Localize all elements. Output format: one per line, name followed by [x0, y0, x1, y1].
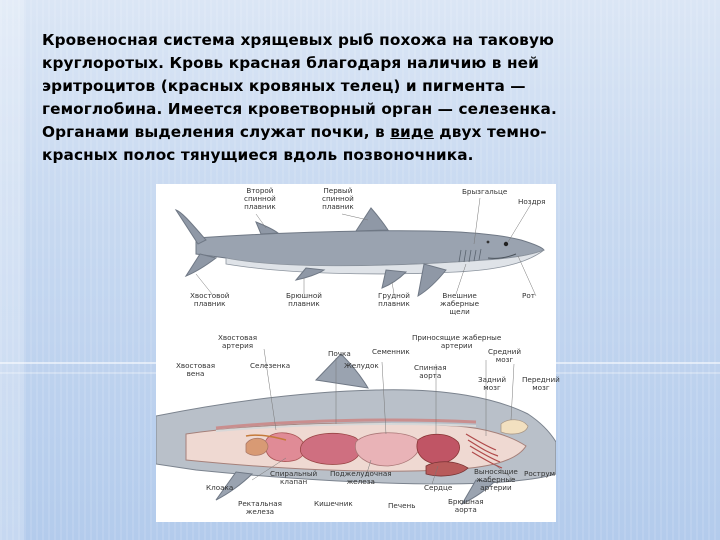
text-line: красных полос тянущиеся вдоль позвоночни… [42, 146, 474, 164]
label-text: жаберные [476, 475, 516, 484]
label-text: плавник [288, 299, 320, 308]
label-text: клапан [280, 477, 308, 486]
label-text: Хвостовая [218, 333, 258, 342]
label-pancreas: Поджелудочная железа [330, 470, 392, 486]
label-text: спинной [244, 194, 276, 203]
label-text: аорта [419, 371, 442, 380]
label-midbrain: Средний мозг [488, 348, 521, 364]
text-segment: Органами выделения служат почки, в [42, 123, 385, 141]
label-ventral-aorta: Брюшная аорта [448, 498, 484, 514]
label-caudal-vein: Хвостовая вена [176, 362, 215, 378]
label-text: Брюшная [448, 497, 484, 506]
label-pectoral-fin: Грудной плавник [378, 292, 410, 308]
text-segment: двух темно- [439, 123, 547, 141]
label-text: артерии [480, 483, 512, 492]
label-text: Средний [488, 347, 522, 356]
label-text: Ректальная [238, 499, 282, 508]
label-dorsal-fin-1: Первый спинной плавник [322, 187, 354, 211]
label-text: Спинная [414, 363, 447, 372]
slide-body-text: Кровеносная система хрящевых рыб похожа … [42, 29, 692, 167]
label-leader-lines [195, 197, 537, 485]
label-text: мозг [483, 383, 501, 392]
label-text: Поджелудочная [330, 469, 392, 478]
label-heart: Сердце [424, 483, 453, 492]
external-shark [174, 207, 545, 298]
label-text: железа [245, 507, 275, 516]
label-external-gill-slits: Внешние жаберные щели [440, 292, 479, 316]
label-text: Внешние [442, 291, 477, 300]
label-kidney: Почка [328, 349, 351, 358]
label-text: плавник [322, 202, 354, 211]
label-text: Брюшной [286, 291, 322, 300]
label-ventral-fin: Брюшной плавник [286, 292, 322, 308]
label-cloaca: Клоака [206, 483, 234, 492]
label-text: Первый [323, 186, 353, 195]
label-caudal-fin: Хвостовой плавник [190, 292, 229, 308]
label-stomach: Желудок [344, 361, 379, 370]
label-testis: Семенник [372, 347, 410, 356]
label-text: артерия [221, 341, 254, 350]
label-text: Хвостовой [190, 291, 230, 300]
label-intestine: Кишечник [314, 499, 353, 508]
label-rectal-gland: Ректальная железа [238, 500, 282, 516]
label-text: щели [449, 307, 470, 316]
shark-anatomy-figure: Второй спинной плавник Первый спинной пл… [156, 184, 560, 522]
label-text: плавник [193, 299, 226, 308]
label-text: вена [186, 369, 205, 378]
text-line: Кровеносная система хрящевых рыб похожа … [42, 31, 555, 49]
text-line: гемоглобина. Имеется кроветворный орган … [42, 100, 557, 118]
underlined-word: виде [390, 123, 434, 141]
label-rostrum: Рострум [524, 469, 556, 478]
label-dorsal-fin-2: Второй спинной плавник [244, 187, 276, 211]
label-text: мозг [532, 383, 550, 392]
label-hindbrain: Задний мозг [478, 376, 506, 392]
label-forebrain: Передний мозг [522, 376, 560, 392]
shark-drawings [156, 197, 556, 506]
text-line: Органами выделения служат почки, в виде … [42, 121, 692, 144]
label-spiracle: Брызгальце [462, 187, 508, 196]
label-text: плавник [378, 299, 410, 308]
label-text: аорта [454, 505, 477, 514]
label-spleen: Селезенка [250, 361, 291, 370]
label-text: плавник [244, 202, 276, 211]
label-text: мозг [495, 355, 514, 364]
label-dorsal-aorta: Спинная аорта [414, 364, 447, 380]
label-text: артерии [440, 341, 473, 350]
label-text: спинной [322, 194, 354, 203]
dissected-shark [156, 353, 556, 506]
label-text: Выносящие [474, 467, 518, 476]
label-text: Передний [522, 375, 560, 384]
label-afferent-arteries: Приносящие жаберные артерии [412, 334, 501, 350]
label-text: Хвостовая [176, 361, 216, 370]
label-text: Грудной [378, 291, 410, 300]
text-line: эритроцитов (красных кровяных телец) и п… [42, 77, 526, 95]
label-text: жаберные [440, 299, 480, 308]
label-text: Второй [246, 186, 274, 195]
label-spiral-valve: Спиральный клапан [270, 470, 317, 486]
label-text: Спиральный [270, 469, 318, 478]
label-text: железа [346, 477, 375, 486]
text-line: круглоротых. Кровь красная благодаря нал… [42, 54, 539, 72]
label-text: Приносящие жаберные [412, 333, 502, 342]
label-nostril: Ноздря [518, 197, 546, 206]
label-efferent-arteries: Выносящие жаберные артерии [474, 468, 518, 492]
label-mouth: Рот [522, 291, 535, 300]
label-caudal-artery: Хвостовая артерия [218, 334, 257, 350]
label-text: Задний [478, 375, 507, 384]
label-liver: Печень [388, 501, 416, 510]
